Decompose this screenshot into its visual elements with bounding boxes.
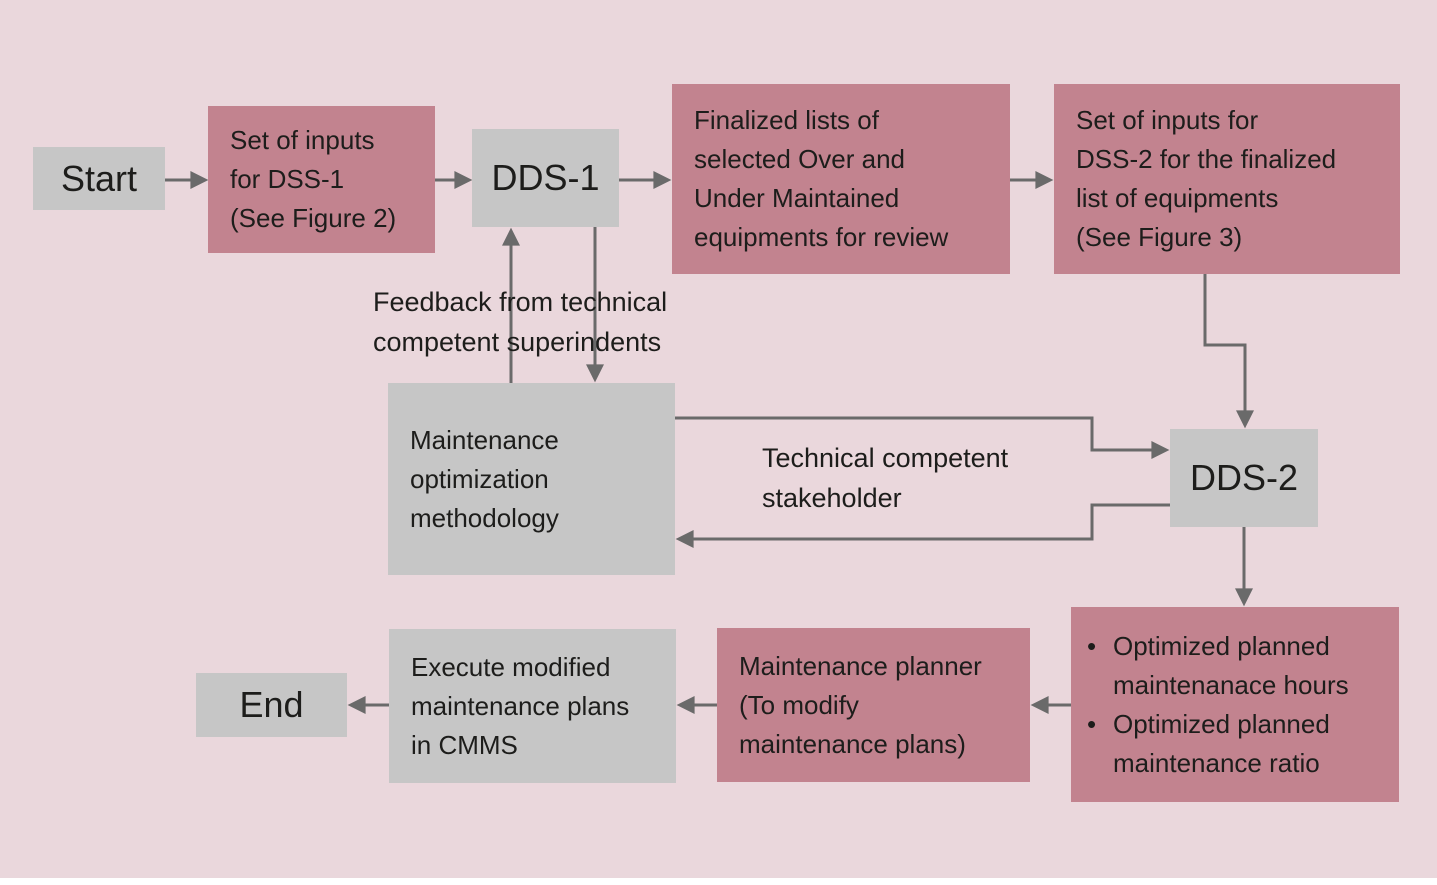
node-dds1-label: DDS-1 (491, 157, 600, 198)
node-maintenance-methodology: Maintenance optimization methodology (388, 383, 675, 575)
bottom-margin (0, 878, 1437, 885)
output-item-ratio: • Optimized planned maintenance ratio (1087, 705, 1395, 783)
output-item-hours: • Optimized planned maintenanace hours (1087, 627, 1395, 705)
output-item-hours-text: Optimized planned maintenanace hours (1113, 630, 1349, 700)
node-inputs-dss2: Set of inputs for DSS-2 for the finalize… (1054, 84, 1400, 274)
node-end: End (196, 673, 347, 737)
node-execute-cmms: Execute modified maintenance plans in CM… (389, 629, 676, 783)
node-maintenance-planner: Maintenance planner (To modify maintenan… (717, 628, 1030, 782)
node-inputs-dss1-label: Set of inputs for DSS-1 (See Figure 2) (230, 125, 397, 233)
feedback-annotation: Feedback from technical competent superi… (373, 287, 668, 357)
output-item-ratio-text: Optimized planned maintenance ratio (1113, 708, 1330, 778)
node-start-label: Start (60, 157, 138, 199)
node-execute-cmms-label: Execute modified maintenance plans in CM… (411, 651, 630, 760)
node-optimized-outputs: • Optimized planned maintenanace hours •… (1071, 607, 1399, 802)
connector-inputs-dss2-to-dds2 (1203, 274, 1254, 429)
node-finalized-lists: Finalized lists of selected Over and Und… (672, 84, 1010, 274)
node-start: Start (33, 147, 165, 210)
stakeholder-annotation: Technical competent stakeholder (762, 443, 1009, 513)
node-dds2-label: DDS-2 (1189, 457, 1299, 498)
bullet-icon: • (1087, 708, 1097, 739)
node-inputs-dss2-label: Set of inputs for DSS-2 for the finalize… (1076, 105, 1337, 252)
node-end-label: End (239, 684, 304, 725)
node-dds1: DDS-1 (472, 129, 619, 227)
bullet-icon: • (1087, 630, 1097, 661)
node-finalized-lists-label: Finalized lists of selected Over and Und… (694, 105, 949, 252)
node-maintenance-methodology-label: Maintenance optimization methodology (410, 424, 559, 533)
node-dds2: DDS-2 (1170, 429, 1318, 527)
node-inputs-dss1: Set of inputs for DSS-1 (See Figure 2) (208, 106, 435, 253)
node-maintenance-planner-label: Maintenance planner (To modify maintenan… (739, 650, 982, 759)
